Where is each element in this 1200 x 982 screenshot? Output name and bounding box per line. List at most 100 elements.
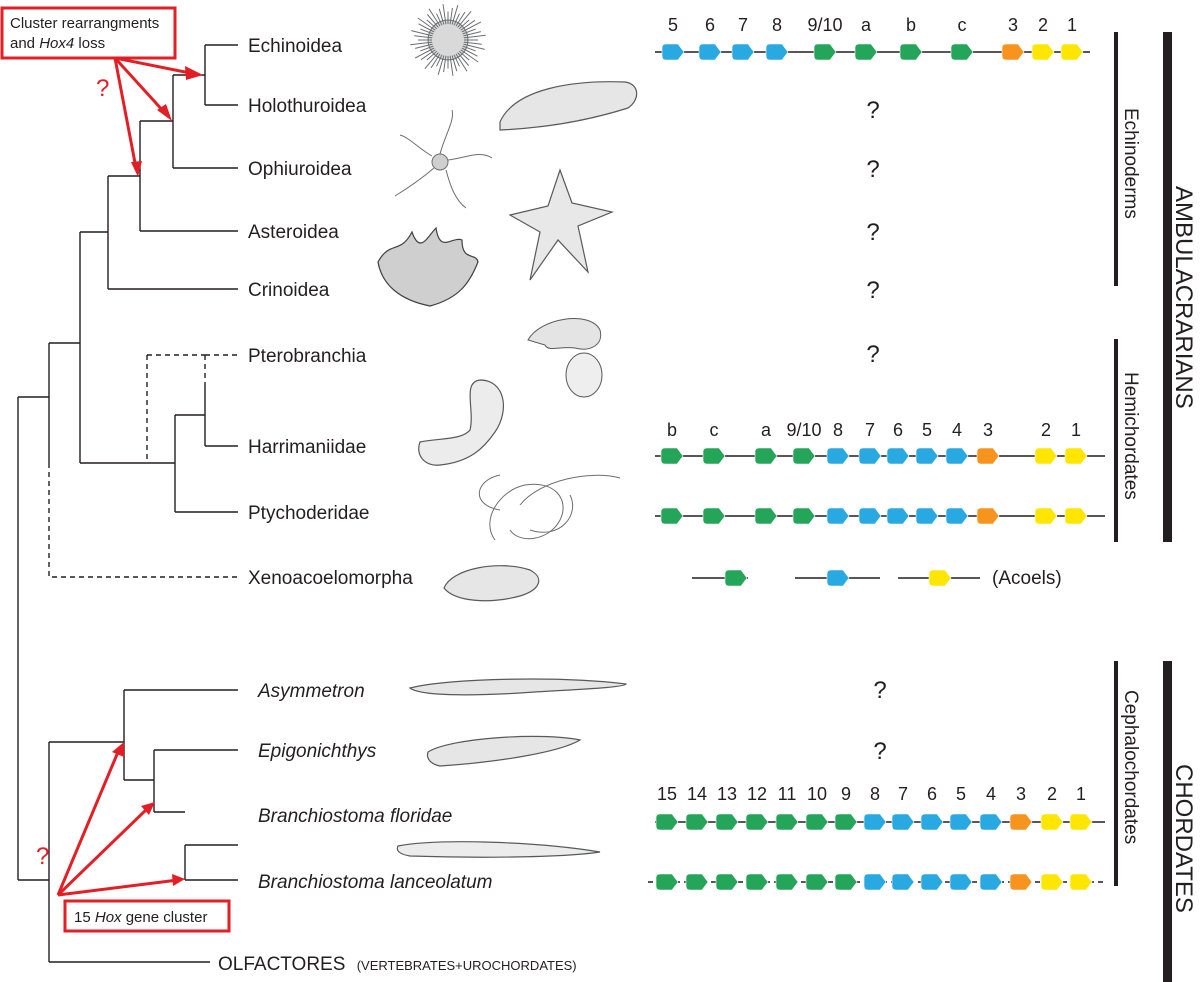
hox-gene-yellow xyxy=(1069,813,1093,831)
urchin-spine xyxy=(428,8,441,27)
brittle-star-illustration xyxy=(394,109,493,209)
hox-gene-blue xyxy=(891,813,915,831)
hox-gene-green xyxy=(660,507,684,525)
urchin-spine xyxy=(420,28,434,35)
hox-gene-yellow xyxy=(1034,507,1058,525)
hox-cluster-box-text: 15 Hox gene cluster xyxy=(74,909,207,926)
taxon-olfactores: OLFACTORES (VERTEBRATES+UROCHORDATES) xyxy=(218,954,577,975)
olfactores-sub: (VERTEBRATES+UROCHORDATES) xyxy=(357,958,577,973)
hox-gene-label: 6 xyxy=(893,420,903,440)
urchin-spine xyxy=(420,49,436,61)
unknown-cluster-holothuroidea: ? xyxy=(866,97,879,124)
hox-gene-label: 7 xyxy=(738,15,748,35)
hox-gene-label: b xyxy=(906,15,916,35)
asymmetron-illustration xyxy=(408,678,627,696)
hox-cluster-box xyxy=(63,899,231,933)
taxon-asteroidea: Asteroidea xyxy=(248,222,339,243)
acoel-illustration xyxy=(443,565,540,602)
urchin-spine xyxy=(415,43,433,49)
ambulacrarians-label: AMBULACRARIANS xyxy=(1170,186,1197,409)
hox-gene-blue xyxy=(915,447,939,465)
hox-gene-green xyxy=(950,43,974,61)
hox-gene-blue xyxy=(698,43,722,61)
hox-gene-green xyxy=(715,813,739,831)
hox-gene-blue xyxy=(765,43,789,61)
hox-gene-blue xyxy=(915,507,939,525)
ambulacrarians-bar xyxy=(1163,32,1172,542)
hox-gene-label: 7 xyxy=(865,420,875,440)
urchin-spine xyxy=(462,28,476,35)
urchin-spine xyxy=(417,17,436,31)
urchin-spine xyxy=(449,7,453,25)
hox-gene-label: 4 xyxy=(952,420,962,440)
taxon-epigonichthys: Epigonichthys xyxy=(258,741,377,762)
ptychoderidae-hox-genes xyxy=(660,507,1088,525)
chordates-label: CHORDATES xyxy=(1170,764,1197,913)
taxon-labels: Echinoidea Holothuroidea Ophiuroidea Ast… xyxy=(218,36,577,975)
hox-gene-orange xyxy=(1001,43,1025,61)
rearrangement-box-line1: Cluster rearrangments xyxy=(10,15,159,32)
hox-gene-label: 1 xyxy=(1067,15,1077,35)
urchin-spine xyxy=(437,55,445,76)
hox-gene-green xyxy=(724,569,748,587)
urchin-spine xyxy=(410,41,433,46)
taxon-ophiuroidea: Ophiuroidea xyxy=(248,159,352,180)
rearrangement-box xyxy=(0,6,177,60)
hox-gene-label: 5 xyxy=(956,784,966,804)
hox-gene-green xyxy=(685,873,709,891)
hox-gene-green xyxy=(715,873,739,891)
hox-gene-label: 5 xyxy=(922,420,932,440)
hox-gene-label: 2 xyxy=(1041,420,1051,440)
hox-gene-green xyxy=(702,507,726,525)
unknown-cluster-crinoidea: ? xyxy=(866,277,879,304)
taxon-branchiostoma-floridae: Branchiostoma floridae xyxy=(258,806,452,827)
hox-cluster-arrowheads xyxy=(112,742,185,886)
hox-gene-green xyxy=(775,813,799,831)
hox-gene-blue xyxy=(886,507,910,525)
taxon-branchiostoma-lanceolatum: Branchiostoma lanceolatum xyxy=(258,872,492,893)
acoels-note: (Acoels) xyxy=(992,568,1062,589)
hox-gene-orange xyxy=(1009,813,1033,831)
hox-gene-green xyxy=(745,813,769,831)
organism-illustrations xyxy=(377,4,638,858)
hox-gene-label: a xyxy=(861,15,872,35)
line2-prefix: and xyxy=(10,35,39,52)
box-prefix: 15 xyxy=(74,909,95,926)
hox-gene-yellow xyxy=(1060,43,1084,61)
sea-cucumber-illustration xyxy=(499,81,638,131)
rearrangement-arrowheads xyxy=(131,66,203,177)
hox-gene-label: 2 xyxy=(1047,784,1057,804)
crinoid-illustration xyxy=(377,226,479,307)
taxon-ptychoderidae: Ptychoderidae xyxy=(248,503,369,524)
urchin-spine xyxy=(462,45,476,52)
urchin-spine xyxy=(424,52,439,69)
hox-cluster-question-mark: ? xyxy=(36,843,49,870)
unknown-cluster-ophiuroidea: ? xyxy=(866,156,879,183)
hox-gene-green xyxy=(660,447,684,465)
b-lanceolatum-hox-genes xyxy=(655,873,1093,891)
hox-gene-label: 11 xyxy=(778,784,797,804)
red-annotations: Cluster rearrangments and Hox4 loss ? 15… xyxy=(0,6,231,933)
cephalochordates-label: Cephalochordates xyxy=(1120,690,1141,844)
taxon-pterobranchia: Pterobranchia xyxy=(248,346,367,367)
hox-gene-green xyxy=(834,813,858,831)
hox-gene-label: 9/10 xyxy=(786,420,821,440)
hox-gene-blue xyxy=(945,507,969,525)
urchin-spine xyxy=(418,23,435,33)
epigonichthys-illustration xyxy=(426,735,582,767)
urchin-spine xyxy=(451,4,459,25)
hox-gene-green xyxy=(655,873,679,891)
urchin-spine xyxy=(458,50,470,61)
urchin-spine xyxy=(453,13,460,26)
urchin-spine xyxy=(461,47,478,57)
echinoderms-bar xyxy=(1114,32,1118,286)
hox-gene-blue xyxy=(661,43,685,61)
hox-gene-label: b xyxy=(667,420,677,440)
urchin-spine xyxy=(436,13,443,26)
hox-gene-label: c xyxy=(958,15,967,35)
urchin-spine xyxy=(438,8,445,25)
hox-gene-yellow xyxy=(928,569,952,587)
